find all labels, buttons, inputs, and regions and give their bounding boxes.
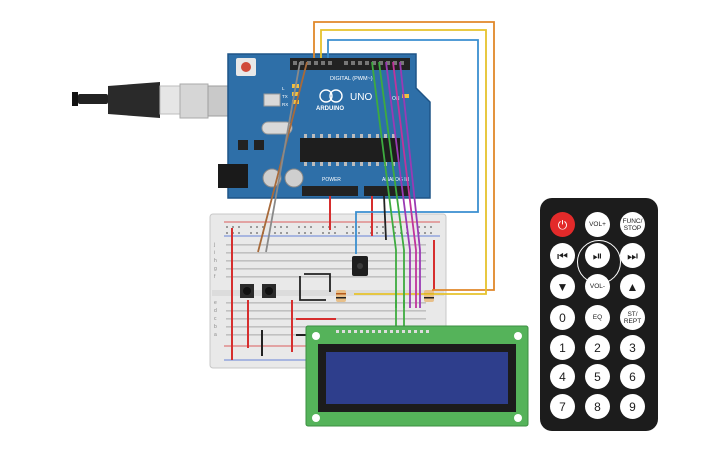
analog-label: ANALOG IN	[382, 177, 410, 183]
remote-button-down[interactable]: ▼	[550, 274, 575, 299]
push-button-1[interactable]	[240, 284, 254, 298]
power-jack	[218, 164, 248, 188]
l-label: L	[282, 86, 285, 91]
power-label: POWER	[322, 177, 341, 183]
lcd-screen	[326, 352, 508, 404]
remote-button-4[interactable]: 4	[550, 364, 575, 389]
row-label: d	[214, 308, 217, 314]
tx-label: TX	[282, 94, 288, 99]
usb-cable	[72, 82, 235, 119]
arduino-logo-icon	[319, 89, 333, 103]
remote-button-play-pause[interactable]: ⏯	[585, 243, 610, 268]
remote-button-7[interactable]: 7	[550, 394, 575, 419]
row-label: e	[214, 300, 217, 306]
row-label: j	[213, 242, 215, 248]
row-label: a	[214, 332, 217, 338]
power-header	[302, 186, 358, 196]
row-label: f	[214, 274, 216, 280]
remote-button-1[interactable]: 1	[550, 335, 575, 360]
model-label: UNO	[350, 92, 372, 103]
remote-button-func-stop[interactable]: FUNC/ STOP	[620, 212, 645, 237]
rail-jumpers	[231, 196, 435, 360]
remote-button-power[interactable]: ⏻	[550, 212, 575, 237]
resistor-1	[336, 290, 346, 302]
rx-label: RX	[282, 102, 288, 107]
digital-label: DIGITAL (PWM~)	[330, 76, 373, 82]
row-label: c	[214, 316, 217, 322]
push-button-2[interactable]	[262, 284, 276, 298]
on-label: ON	[392, 96, 400, 102]
lcd-display	[305, 325, 529, 427]
row-label: g	[214, 266, 217, 272]
capacitor-2	[284, 168, 304, 188]
ir-receiver	[352, 256, 368, 276]
wires	[257, 21, 495, 332]
reset-button-cap	[241, 62, 251, 72]
remote-button-up[interactable]: ▲	[620, 274, 645, 299]
row-label: h	[214, 258, 217, 264]
row-label: b	[214, 324, 217, 330]
crystal	[261, 121, 293, 135]
remote-button-prev[interactable]: ⏮	[550, 243, 575, 268]
remote-button-vol-down[interactable]: VOL-	[585, 274, 610, 299]
remote-button-0[interactable]: 0	[550, 305, 575, 330]
remote-button-9[interactable]: 9	[620, 394, 645, 419]
arduino-board: DIGITAL (PWM~) ARDUINO UNO ON L TX RX	[218, 53, 431, 199]
remote-button-next[interactable]: ⏭	[620, 243, 645, 268]
remote-button-st-rept[interactable]: ST/ REPT	[620, 305, 645, 330]
remote-button-eq[interactable]: EQ	[585, 305, 610, 330]
remote-button-5[interactable]: 5	[585, 364, 610, 389]
resistor-2	[424, 290, 434, 302]
row-label: i	[214, 250, 215, 256]
remote-button-8[interactable]: 8	[585, 394, 610, 419]
analog-header	[364, 186, 410, 196]
remote-button-vol-up[interactable]: VOL+	[585, 212, 610, 237]
remote-button-3[interactable]: 3	[620, 335, 645, 360]
remote-button-6[interactable]: 6	[620, 364, 645, 389]
brand-label: ARDUINO	[316, 106, 344, 112]
remote-button-2[interactable]: 2	[585, 335, 610, 360]
